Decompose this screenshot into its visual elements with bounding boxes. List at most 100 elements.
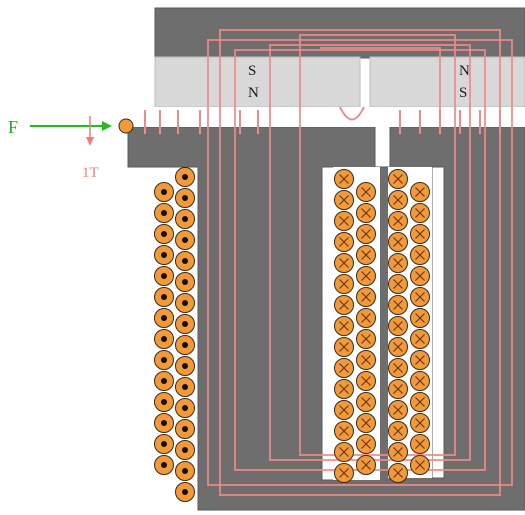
cross-into-page-icon [339,342,349,352]
dot-out-of-page-icon [161,210,167,216]
cross-into-page-icon [361,376,371,386]
dot-out-of-page-icon [182,195,188,201]
cross-into-page-icon [361,250,371,260]
cross-into-page-icon [415,418,425,428]
cross-into-page-icon [393,384,403,394]
magnet-left-bottom-label: N [248,85,259,101]
cross-into-page-icon [393,468,403,478]
dot-out-of-page-icon [161,252,167,258]
cross-into-page-icon [361,460,371,470]
dot-out-of-page-icon [182,426,188,432]
cross-into-page-icon [339,468,349,478]
air-gap [128,107,525,127]
cross-into-page-icon [393,426,403,436]
cross-into-page-icon [339,405,349,415]
dot-out-of-page-icon [182,342,188,348]
cross-into-page-icon [339,363,349,373]
cross-into-page-icon [393,195,403,205]
cross-into-page-icon [361,355,371,365]
cross-into-page-icon [415,208,425,218]
dot-out-of-page-icon [161,420,167,426]
cross-into-page-icon [361,271,371,281]
dot-out-of-page-icon [161,273,167,279]
dot-out-of-page-icon [161,399,167,405]
cross-into-page-icon [361,292,371,302]
cross-into-page-icon [339,384,349,394]
cross-into-page-icon [339,216,349,226]
cross-into-page-icon [415,229,425,239]
cross-into-page-icon [339,321,349,331]
magnet-right-bottom-label: S [459,85,467,101]
cross-into-page-icon [393,300,403,310]
flux-line [320,47,441,120]
cross-into-page-icon [415,460,425,470]
dot-out-of-page-icon [182,300,188,306]
coil-center-column-b [356,182,376,475]
cross-into-page-icon [415,292,425,302]
dot-out-of-page-icon [161,378,167,384]
current-label: 1T [82,165,99,181]
cross-into-page-icon [393,174,403,184]
coil-left-column-a [154,182,174,475]
right-magnet [369,56,525,108]
dot-out-of-page-icon [182,384,188,390]
coil-right-column-a [388,169,408,483]
cross-into-page-icon [361,229,371,239]
cross-into-page-icon [415,355,425,365]
dot-out-of-page-icon [182,174,188,180]
cross-into-page-icon [339,447,349,457]
cross-into-page-icon [393,237,403,247]
cross-into-page-icon [415,187,425,197]
cross-into-page-icon [415,439,425,449]
current-arrow-icon [86,116,94,146]
coil-right-column-b [410,182,430,475]
cross-into-page-icon [415,250,425,260]
dot-out-of-page-icon [182,237,188,243]
cross-into-page-icon [393,363,403,373]
cross-into-page-icon [339,174,349,184]
cross-into-page-icon [339,300,349,310]
dot-out-of-page-icon [161,462,167,468]
coil-center-column-a [334,169,354,483]
cross-into-page-icon [415,376,425,386]
cross-into-page-icon [361,397,371,407]
cross-into-page-icon [361,439,371,449]
left-magnet [154,56,361,108]
force-label: F [8,117,18,137]
dot-out-of-page-icon [182,321,188,327]
dot-out-of-page-icon [182,279,188,285]
dot-out-of-page-icon [161,294,167,300]
cross-into-page-icon [339,279,349,289]
cross-into-page-icon [339,195,349,205]
cross-into-page-icon [393,258,403,268]
dot-out-of-page-icon [182,258,188,264]
cross-into-page-icon [339,258,349,268]
cross-into-page-icon [393,279,403,289]
dot-out-of-page-icon [182,363,188,369]
cross-into-page-icon [361,418,371,428]
cross-into-page-icon [339,237,349,247]
gap-conductor-icon [118,118,134,134]
cross-into-page-icon [361,187,371,197]
dot-out-of-page-icon [182,468,188,474]
cross-into-page-icon [393,447,403,457]
magnet-left-top-label: S [248,63,256,79]
dot-out-of-page-icon [182,216,188,222]
cross-into-page-icon [415,397,425,407]
flux-line [219,29,501,496]
cross-into-page-icon [393,405,403,415]
flux-gap-bend [339,106,365,121]
dot-out-of-page-icon [182,489,188,495]
dot-out-of-page-icon [182,405,188,411]
cross-into-page-icon [415,271,425,281]
dot-out-of-page-icon [161,231,167,237]
cross-into-page-icon [361,313,371,323]
cross-into-page-icon [361,334,371,344]
magnet-right-top-label: N [459,63,470,79]
cross-into-page-icon [393,321,403,331]
flux-line [207,39,513,486]
dot-out-of-page-icon [161,189,167,195]
cross-into-page-icon [415,334,425,344]
dot-out-of-page-icon [161,441,167,447]
